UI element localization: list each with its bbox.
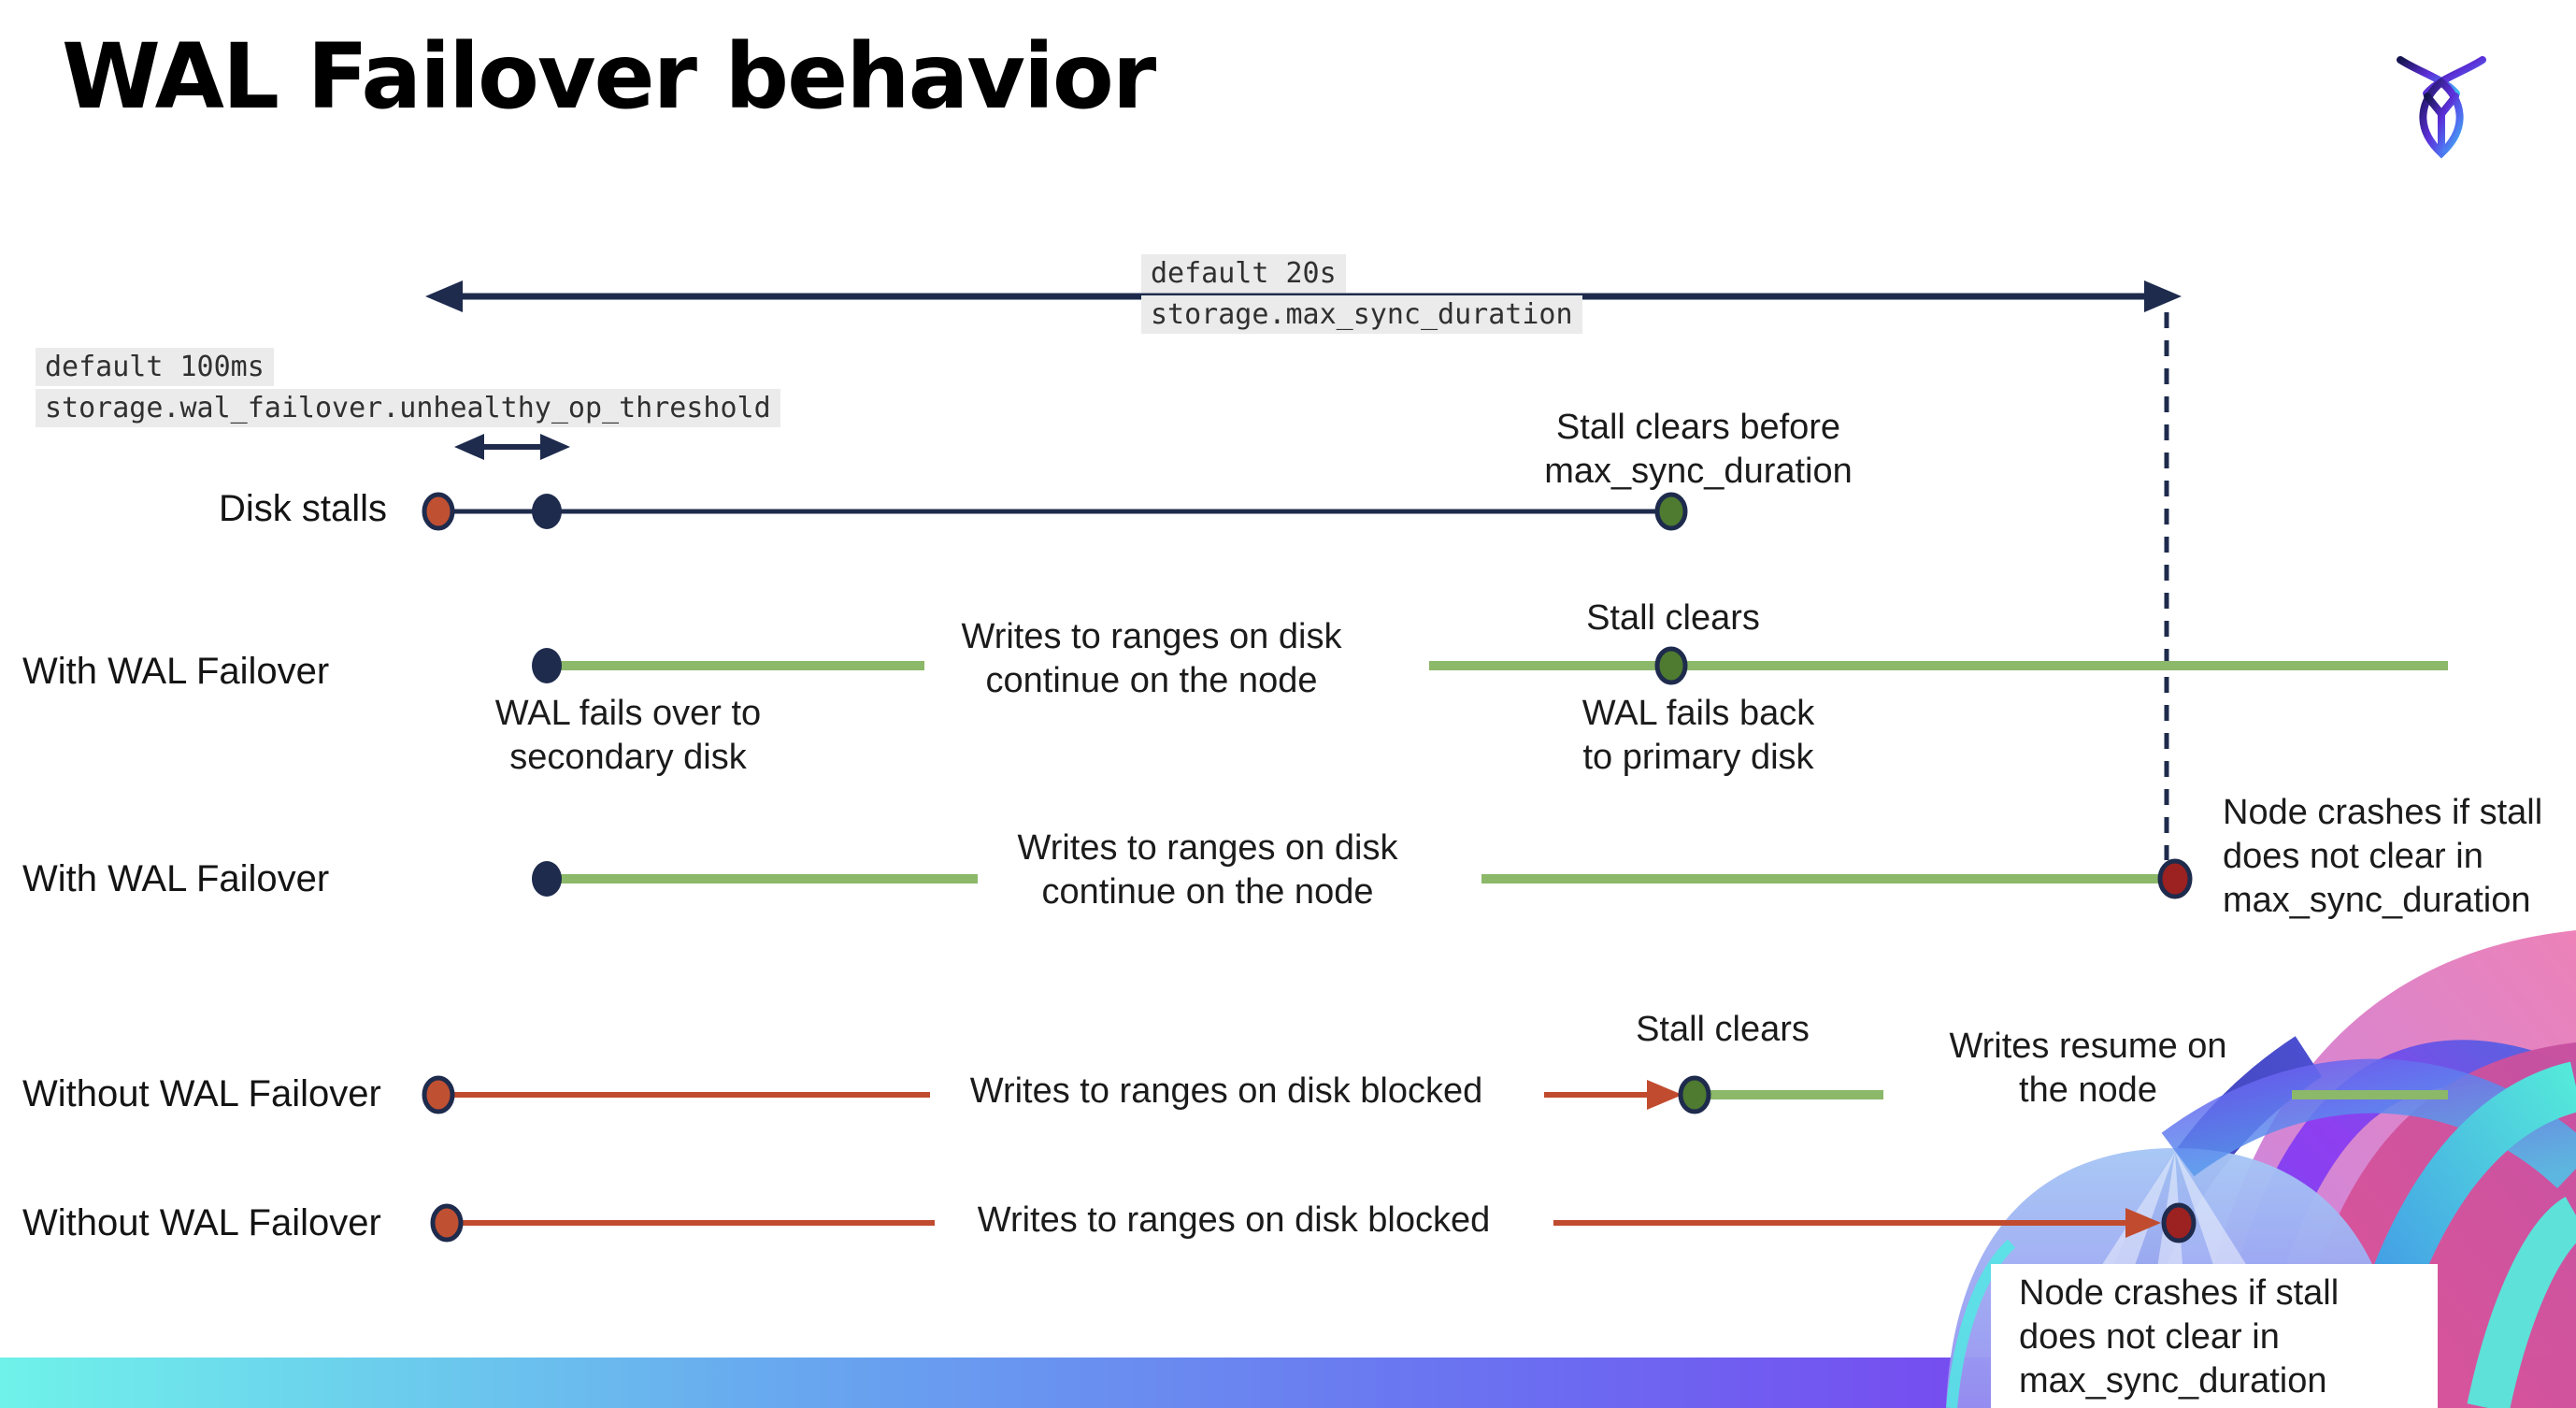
crash-note-box: Node crashes if stall does not clear in … <box>1991 1264 2438 1408</box>
row3-label: With WAL Failover <box>22 858 330 899</box>
row3-writes-note: Writes to ranges on disk continue on the… <box>1017 828 1398 912</box>
row3-crash-note: Node crashes if stall does not clear in … <box>2223 793 2543 921</box>
row1-label: Disk stalls <box>218 488 387 529</box>
row4-stall-clear-dot <box>1678 1075 1711 1114</box>
row3-failover-dot <box>532 861 562 897</box>
row1-stall-clears-note: Stall clears before max_sync_duration <box>1544 408 1853 492</box>
page-title: WAL Failover behavior <box>62 24 1156 129</box>
row2-stall-clear-dot <box>1654 646 1688 685</box>
row3-crash-dot <box>2157 858 2193 899</box>
row2-stall-clears-note: Stall clears <box>1586 598 1760 638</box>
row4-writes-note: Writes to ranges on disk blocked <box>969 1071 1483 1111</box>
row2-failback-note: WAL fails back to primary disk <box>1581 694 1815 778</box>
cockroachdb-logo-icon <box>2397 56 2486 159</box>
row2-label: With WAL Failover <box>22 651 330 692</box>
arrow-head-right-icon <box>540 434 570 460</box>
threshold-setting-chip: storage.wal_failover.unhealthy_op_thresh… <box>36 389 780 427</box>
flourish-cyan-sliver <box>1946 1239 2016 1408</box>
row5-writes-note: Writes to ranges on disk blocked <box>977 1200 1491 1240</box>
flourish-cyan-band-small <box>2467 1196 2576 1408</box>
row5-stall-start-dot <box>430 1203 464 1243</box>
row5-crash-note: Node crashes if stall does not clear in … <box>2019 1273 2340 1401</box>
row4-stall-start-dot <box>422 1075 455 1114</box>
threshold-default-chip: default 100ms <box>36 348 274 386</box>
row4-red-arrow-head-icon <box>1647 1080 1682 1110</box>
max-sync-setting-chip: storage.max_sync_duration <box>1141 295 1582 334</box>
row4-label: Without WAL Failover <box>22 1073 381 1114</box>
row1-stall-clear-dot <box>1654 492 1688 531</box>
max-sync-default-chip: default 20s <box>1141 254 1346 293</box>
row1-stall-start-dot <box>422 492 455 531</box>
row1-threshold-dot <box>532 494 562 529</box>
row2-failover-dot <box>532 648 562 683</box>
row5-crash-dot <box>2161 1202 2197 1243</box>
arrow-head-right-icon <box>2144 280 2182 312</box>
row4-stall-clears-note: Stall clears <box>1636 1010 1810 1049</box>
row2-failover-note: WAL fails over to secondary disk <box>494 694 762 778</box>
row2-writes-note: Writes to ranges on disk continue on the… <box>961 617 1342 701</box>
arrow-head-left-icon <box>425 280 463 312</box>
arrow-head-left-icon <box>454 434 484 460</box>
logo-stem <box>2424 93 2459 153</box>
row4-resume-note: Writes resume on the node <box>1949 1027 2227 1111</box>
row5-label: Without WAL Failover <box>22 1202 381 1243</box>
row5-red-arrow-head-icon <box>2125 1208 2161 1238</box>
unhealthy-op-threshold-arrow <box>454 434 570 460</box>
